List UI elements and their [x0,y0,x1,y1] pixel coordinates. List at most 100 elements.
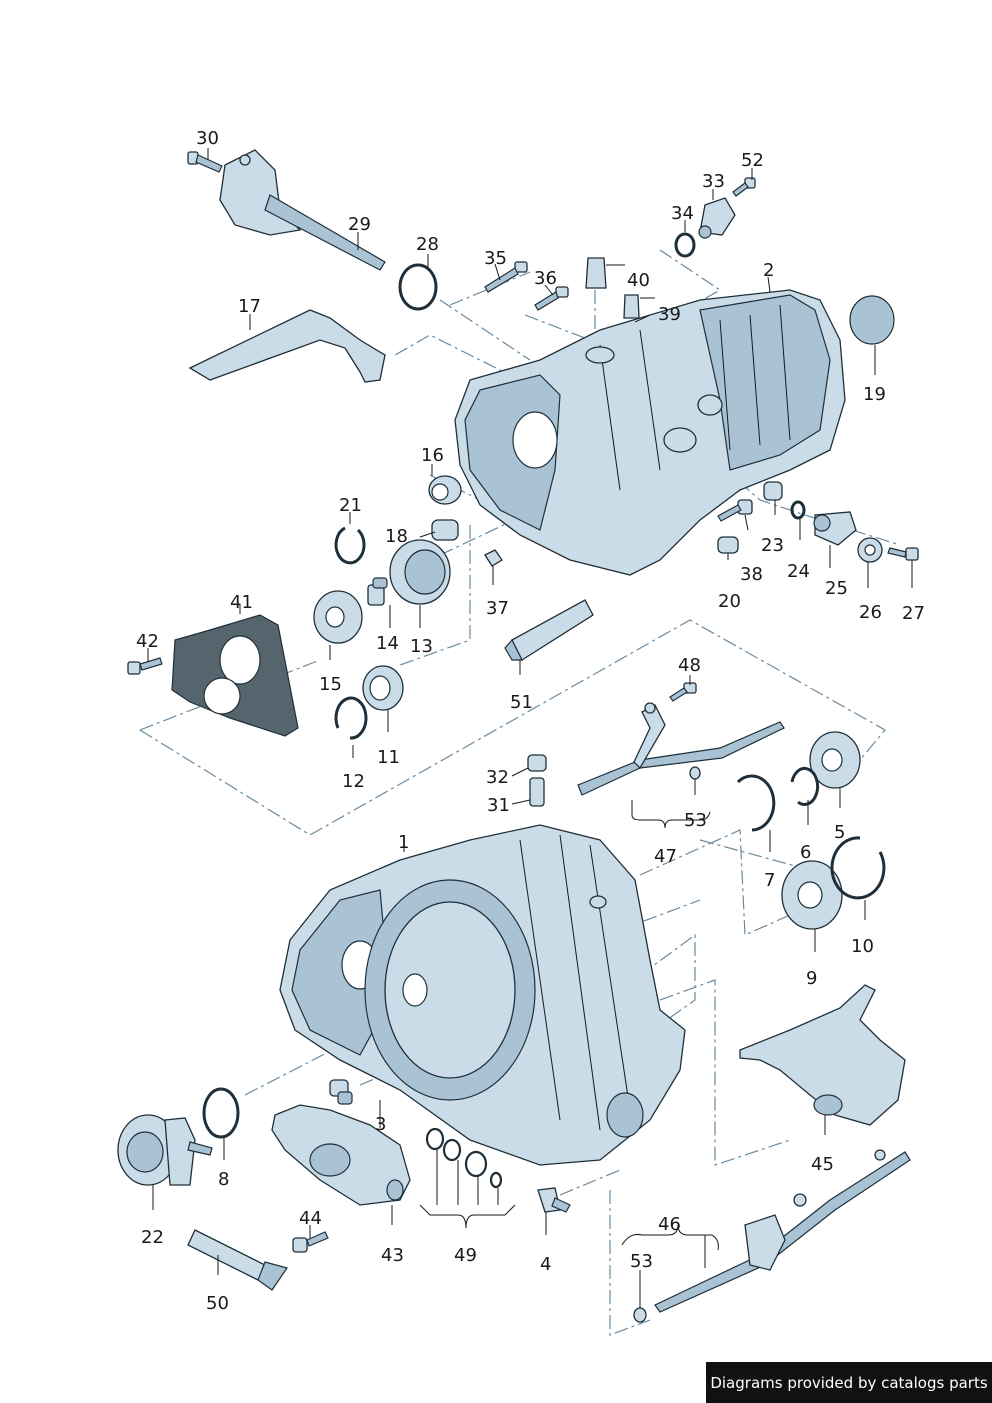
callout-29: 29 [348,214,371,235]
o-ring-28 [398,263,438,311]
callout-1: 1 [398,832,409,853]
leader-lines [147,148,913,1308]
callout-11: 11 [377,747,400,768]
shift-rod-46 [654,1149,911,1313]
callout-labels: 30 29 28 17 35 36 40 39 34 33 52 2 19 16… [136,128,925,1314]
circlip-7 [736,774,776,832]
sleeve-18 [431,519,459,541]
callout-7: 7 [764,870,775,891]
callout-3: 3 [375,1114,386,1135]
sensor-33 [698,197,736,239]
circlip-10 [830,836,886,900]
bolt-36 [534,286,569,311]
oil-baffle-17 [188,309,386,383]
callout-38: 38 [740,564,763,585]
release-bearing-22 [117,1114,213,1186]
oil-baffle-45 [739,984,906,1126]
lower-gearbox-housing [279,824,686,1166]
callout-33: 33 [702,171,725,192]
callout-2: 2 [763,260,774,281]
bolt-42 [127,657,163,675]
gasket-plate-41 [171,614,299,737]
cap-32 [527,754,547,772]
o-ring-34 [674,232,696,258]
pin-37 [484,549,503,567]
callout-52: 52 [741,150,764,171]
callout-31: 31 [487,795,510,816]
bearing-9 [781,860,843,930]
callout-37: 37 [486,598,509,619]
nut-26 [857,537,883,563]
sealant-tube-51 [504,599,594,661]
callout-19: 19 [863,384,886,405]
bearing-5 [809,731,861,789]
bolt-48 [669,682,697,702]
callout-46: 46 [658,1214,681,1235]
seal-8 [202,1087,240,1139]
bolt-52 [732,177,756,197]
upper-gearbox-housing [454,289,846,576]
callout-12: 12 [342,771,365,792]
callout-53-lower: 53 [630,1251,653,1272]
callout-17: 17 [238,296,261,317]
callout-21: 21 [339,495,362,516]
pin-39 [623,294,640,319]
callout-23: 23 [761,535,784,556]
credit-text: Diagrams provided by catalogs parts [710,1373,988,1392]
callout-27: 27 [902,603,925,624]
sensor-25 [813,511,857,546]
callout-42: 42 [136,631,159,652]
shift-rod-47 [577,702,785,796]
callout-24: 24 [787,561,810,582]
bearing-11 [362,665,404,711]
bolt-30 [187,151,223,173]
o-ring-set-49 [425,1127,503,1189]
cover-19 [849,295,895,345]
bolt-23 [717,499,753,522]
callout-25: 25 [825,578,848,599]
callout-48: 48 [678,655,701,676]
sensor-4 [537,1187,571,1213]
pin-31 [529,777,545,807]
callout-44: 44 [299,1208,322,1229]
callout-18: 18 [385,526,408,547]
bushing-22a [763,481,783,501]
credit-banner: Diagrams provided by catalogs parts [706,1362,992,1403]
circlip-6 [790,766,820,806]
callout-4: 4 [540,1254,551,1275]
bolt-27 [887,547,919,561]
callout-13: 13 [410,636,433,657]
callout-30: 30 [196,128,219,149]
callout-47: 47 [654,846,677,867]
washer-53-lower [633,1307,647,1323]
callout-6: 6 [800,842,811,863]
callout-51: 51 [510,692,533,713]
sealant-tube-50 [187,1229,288,1291]
bearing-15 [313,590,363,644]
actuator-cover-43 [271,1104,411,1206]
callout-8: 8 [218,1169,229,1190]
callout-43: 43 [381,1245,404,1266]
plug-3 [329,1079,353,1105]
callout-26: 26 [859,602,882,623]
callout-49: 49 [454,1245,477,1266]
callout-40: 40 [627,270,650,291]
cap-40 [585,257,607,289]
callout-32: 32 [486,767,509,788]
callout-15: 15 [319,674,342,695]
callout-45: 45 [811,1154,834,1175]
circlip-21 [334,526,366,565]
callout-41: 41 [230,592,253,613]
washer-53 [689,766,701,780]
plug-14 [367,577,388,606]
callout-10: 10 [851,936,874,957]
bolt-35 [484,261,528,293]
callout-39: 39 [658,304,681,325]
selector-shaft-29 [219,149,386,271]
callout-22: 22 [141,1227,164,1248]
bolt-44 [292,1231,329,1253]
callout-5: 5 [834,822,845,843]
circlip-12 [334,696,368,740]
